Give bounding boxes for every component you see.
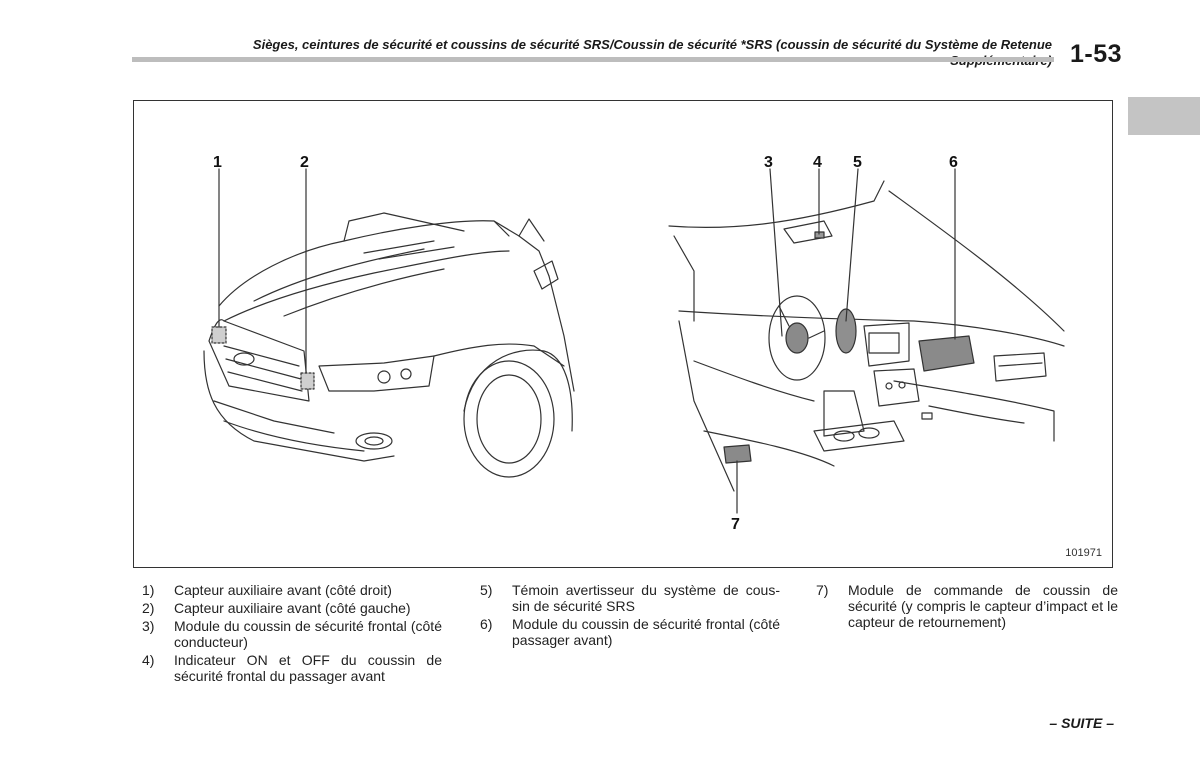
chapter-tab <box>1128 97 1200 135</box>
legend-column-1: 1)Capteur auxiliaire avant (côté droit) … <box>134 582 442 686</box>
legend-text: Module de commande de coussin de sécurit… <box>848 582 1118 630</box>
legend-number: 7) <box>816 582 829 598</box>
legend-number: 1) <box>142 582 155 598</box>
legend-text: Capteur auxiliaire avant (côté droit) <box>174 582 392 598</box>
page-header-title: Sièges, ceintures de sécurité et coussin… <box>112 37 1052 69</box>
continue-label: – SUITE – <box>1049 715 1114 731</box>
figure-illustration: 1 2 3 4 5 6 7 <box>203 154 1065 533</box>
callout-7: 7 <box>731 516 740 533</box>
car-interior-illustration <box>668 168 1065 514</box>
figure-airbag-locations: 1 2 3 4 5 6 7 101971 <box>133 100 1113 568</box>
car-exterior-illustration <box>203 168 575 478</box>
callout-3: 3 <box>764 154 773 171</box>
legend-item: 2) Capteur auxiliaire avant (côté gauche) <box>134 600 442 616</box>
legend-number: 3) <box>142 618 155 634</box>
legend-item: 5) Témoin avertisseur du système de cous-… <box>472 582 780 614</box>
legend-text: Témoin avertisseur du système de cous-si… <box>512 582 780 614</box>
legend-text: Capteur auxiliaire avant (côté gauche) <box>174 600 411 616</box>
legend-number: 4) <box>142 652 155 668</box>
callout-5: 5 <box>853 154 862 171</box>
legend-item: 3) Module du coussin de sécurité frontal … <box>134 618 442 650</box>
legend-text: Module du coussin de sécurité frontal (c… <box>174 618 442 650</box>
callout-1: 1 <box>213 154 222 171</box>
callout-6: 6 <box>949 154 958 171</box>
legend-column-2: 5) Témoin avertisseur du système de cous-… <box>472 582 780 650</box>
legend-text: Module du coussin de sécurité frontal (c… <box>512 616 780 648</box>
header-title-line1: Sièges, ceintures de sécurité et coussin… <box>252 37 1052 52</box>
legend-number: 6) <box>480 616 493 632</box>
legend-text: Indicateur ON et OFF du coussin de sécur… <box>174 652 442 684</box>
legend-column-3: 7) Module de commande de coussin de sécur… <box>808 582 1118 632</box>
legend-item: 4) Indicateur ON et OFF du coussin de séc… <box>134 652 442 684</box>
legend-number: 5) <box>480 582 493 598</box>
page-number: 1-53 <box>1070 40 1123 68</box>
figure-id: 101971 <box>1065 547 1102 559</box>
callout-2: 2 <box>300 154 309 171</box>
legend-item: 7) Module de commande de coussin de sécur… <box>808 582 1118 630</box>
legend-number: 2) <box>142 600 155 616</box>
legend-item: 6) Module du coussin de sécurité frontal … <box>472 616 780 648</box>
header-rule <box>132 57 1054 62</box>
legend-item: 1) Capteur auxiliaire avant (côté droit) <box>134 582 442 598</box>
callout-4: 4 <box>813 154 822 171</box>
